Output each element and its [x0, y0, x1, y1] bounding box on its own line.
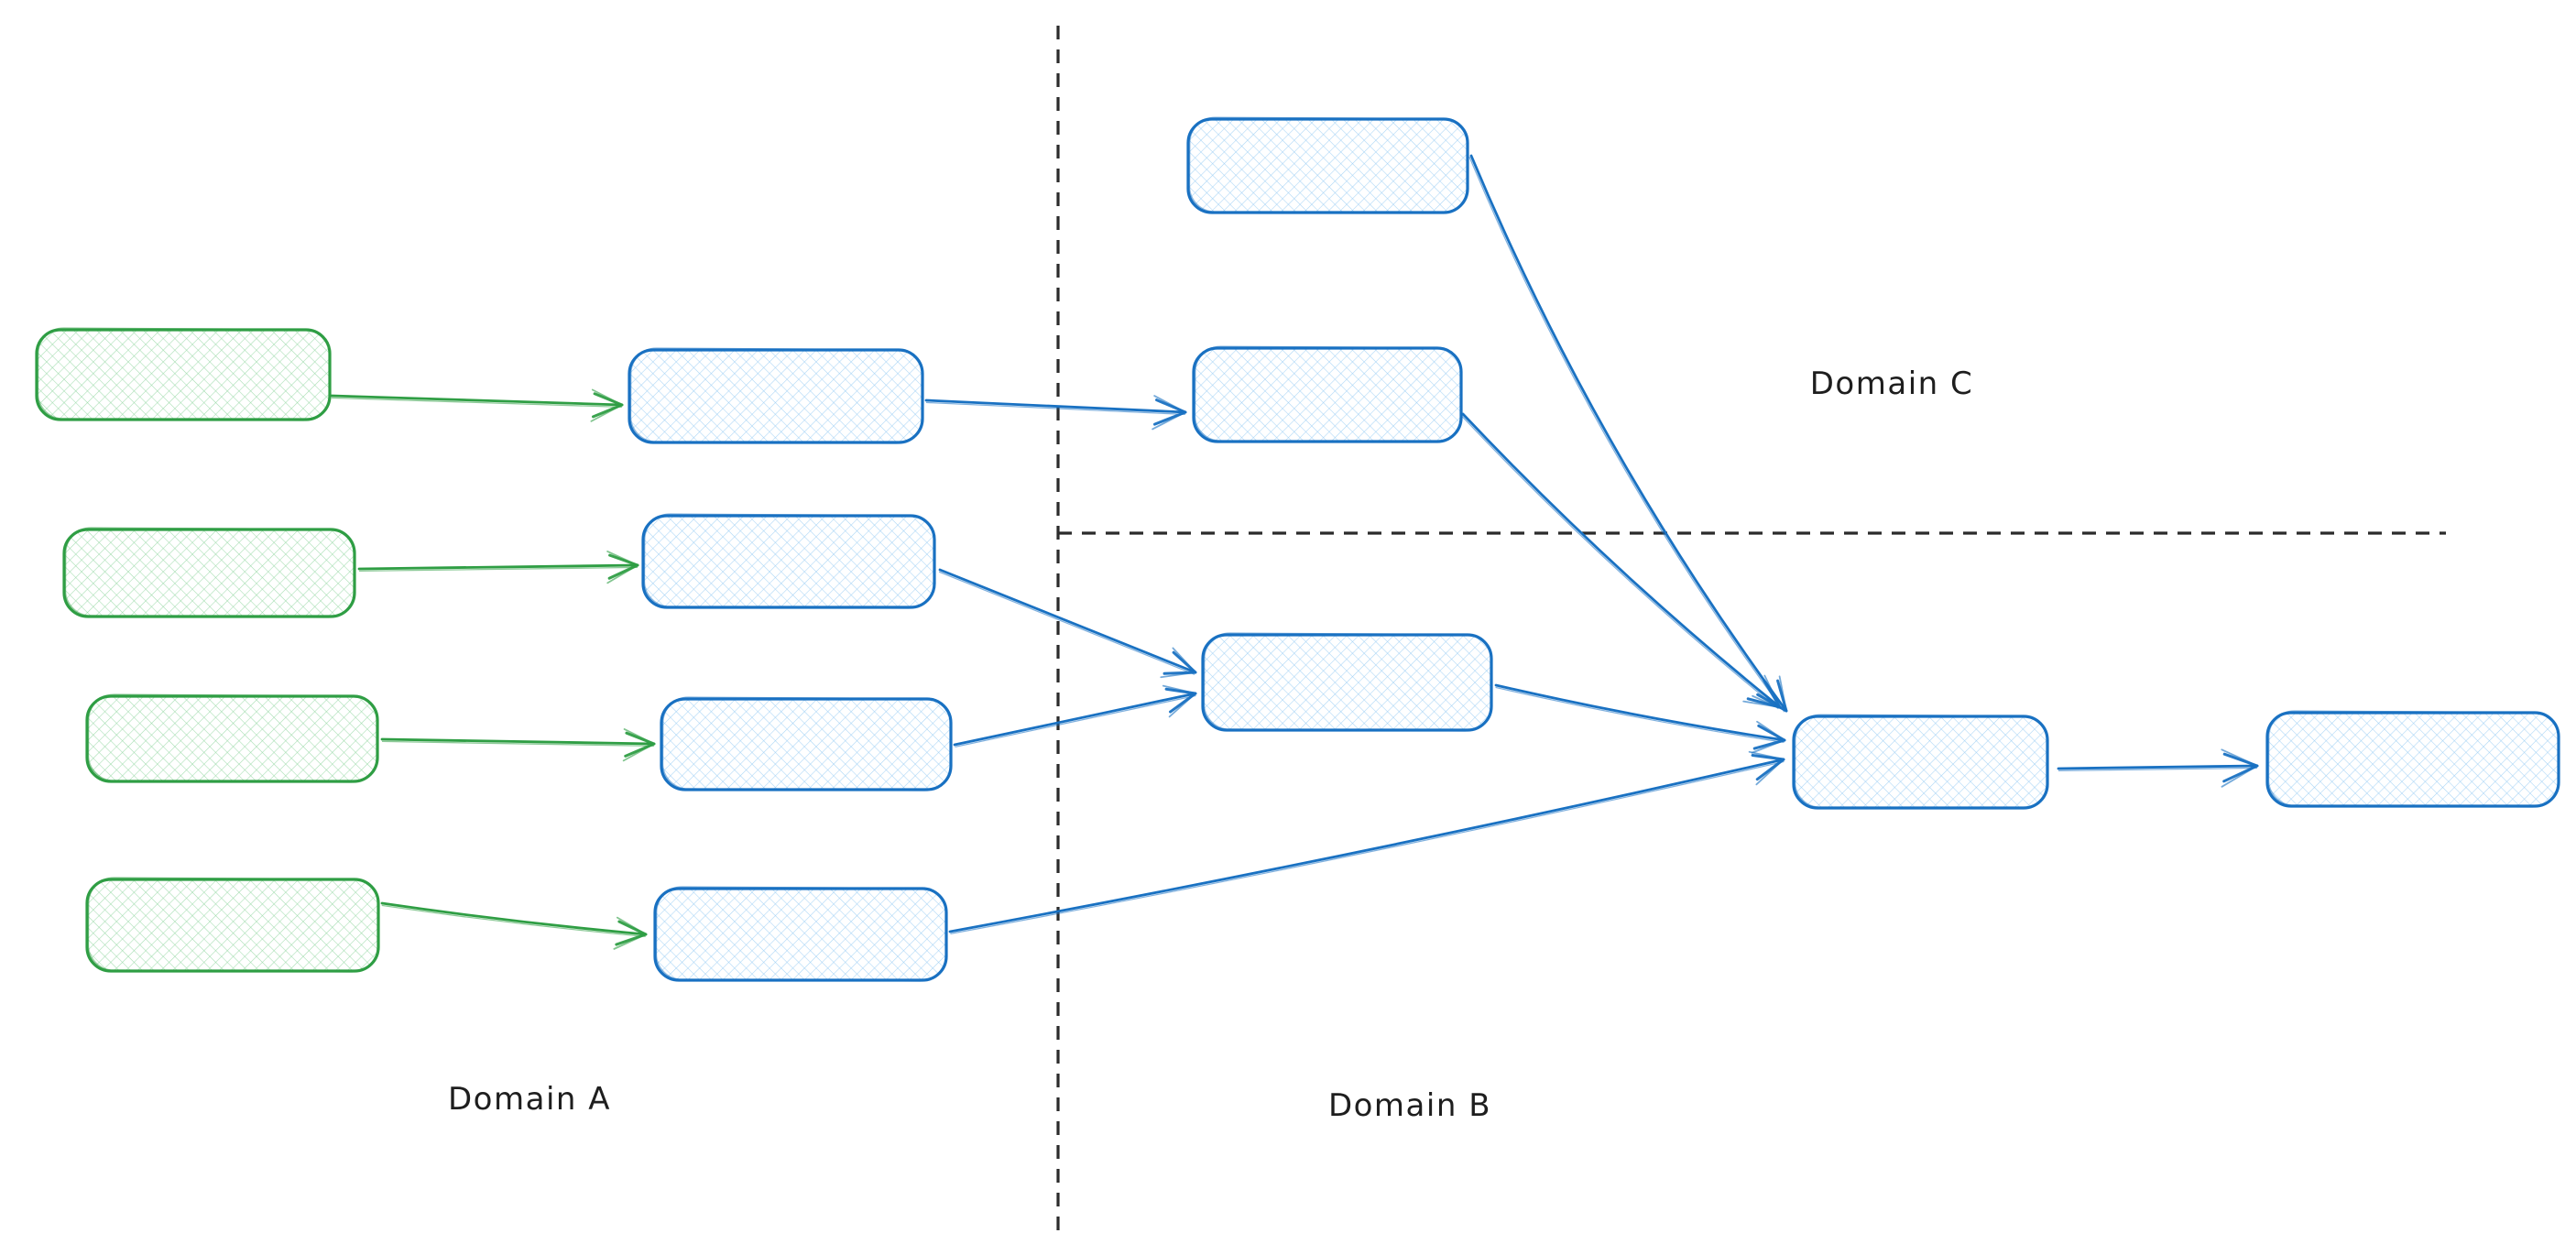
edge-m2-b1 — [938, 568, 1197, 679]
edge-a2-m2 — [357, 551, 639, 584]
node-a4 — [85, 877, 380, 973]
edge-a4-m4 — [380, 901, 648, 950]
edge-m1-c2 — [924, 395, 1187, 431]
node-b3 — [2265, 710, 2560, 808]
node-b2 — [1792, 714, 2049, 810]
edge-m3-b1 — [953, 684, 1197, 748]
edge-a1-m1 — [330, 388, 624, 422]
node-m4 — [653, 886, 948, 982]
label-domain-b: Domain B — [1328, 1087, 1491, 1124]
node-a1 — [35, 327, 332, 421]
label-domain-c: Domain C — [1810, 366, 1973, 402]
node-a2 — [62, 527, 356, 618]
node-m1 — [628, 347, 924, 444]
node-m2 — [641, 513, 936, 609]
edge-b1-b2 — [1494, 683, 1786, 754]
edge-c2-b2 — [1460, 412, 1782, 710]
edge-a3-m3 — [380, 728, 656, 762]
label-domain-a: Domain A — [448, 1081, 611, 1118]
edge-b2-b3 — [2057, 748, 2259, 788]
edge-c1-b2 — [1468, 154, 1788, 713]
node-a3 — [85, 693, 379, 783]
edge-m4-b2 — [948, 750, 1785, 934]
node-c2 — [1192, 345, 1463, 443]
node-m3 — [660, 696, 953, 791]
node-c1 — [1186, 116, 1469, 214]
node-b1 — [1201, 632, 1493, 732]
